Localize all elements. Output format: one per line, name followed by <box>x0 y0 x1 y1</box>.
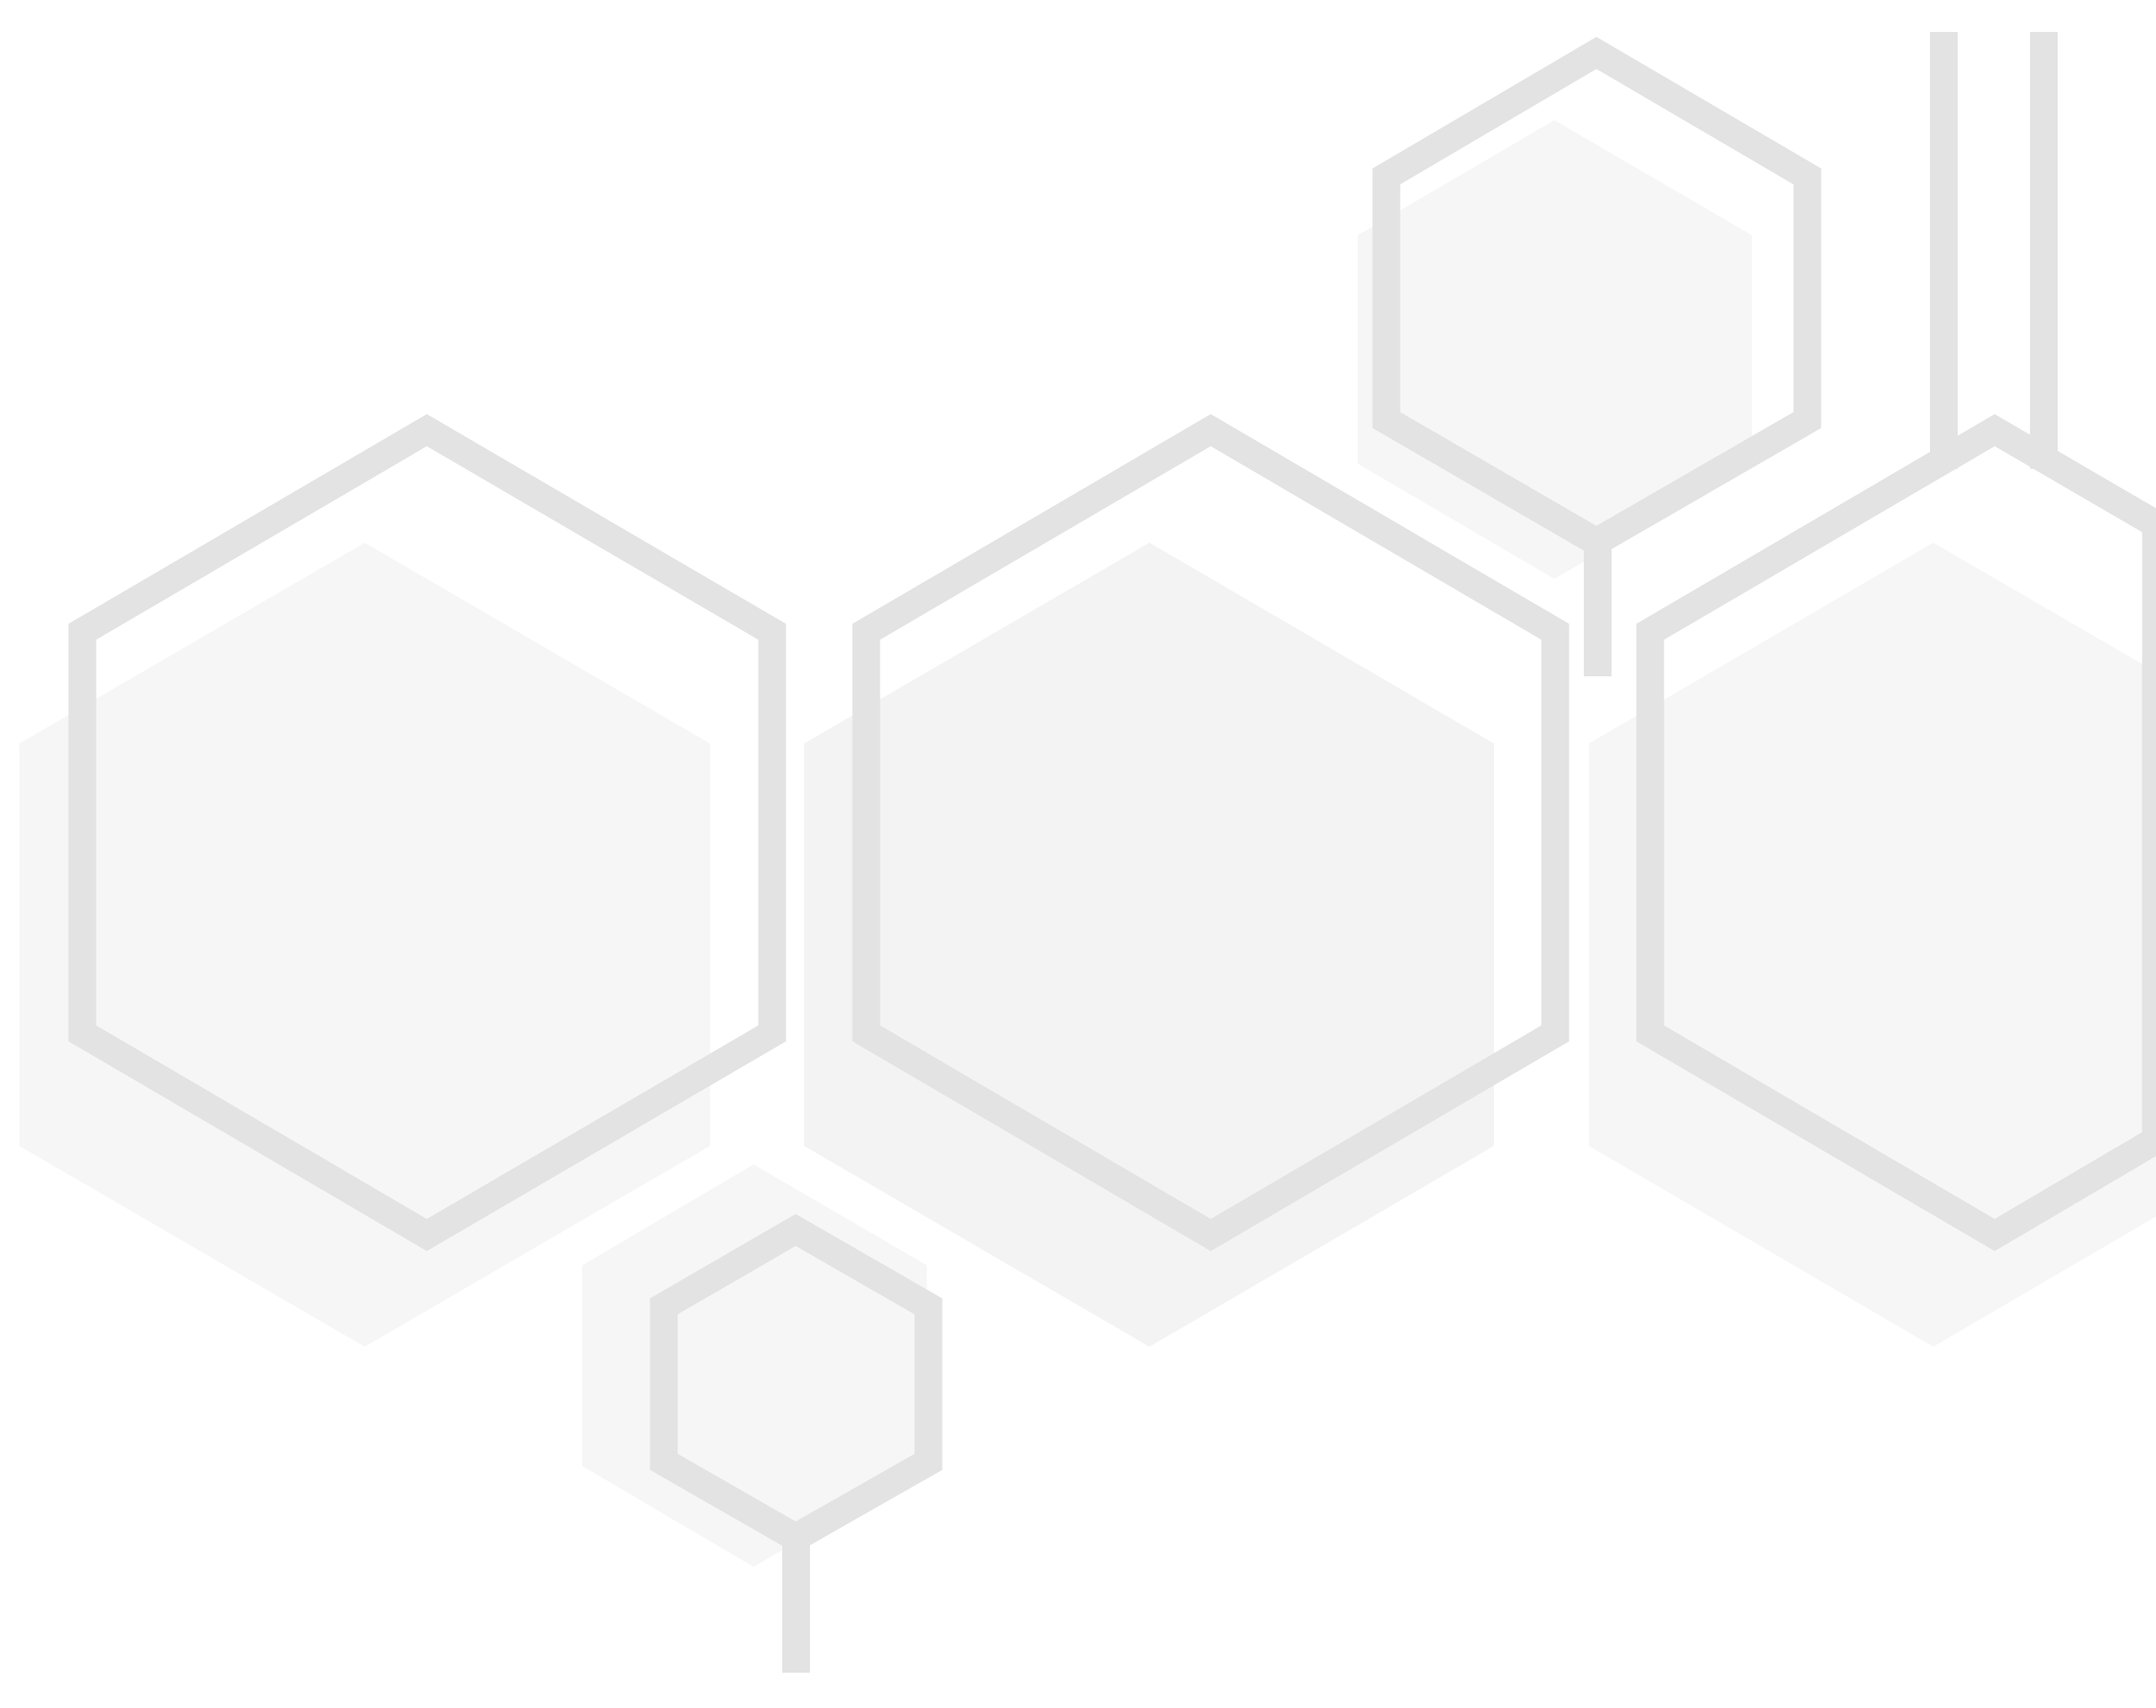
outline-hexagon-large-center <box>852 413 1570 1252</box>
fill-hexagon-large-left <box>19 543 710 1347</box>
outlined-hexagons <box>68 36 2156 1554</box>
fill-hexagon-large-right <box>1589 543 2156 1347</box>
outline-hexagon-small-bottom <box>649 1213 943 1554</box>
connector-small-hex-down <box>782 1534 810 1673</box>
outline-hexagon-large-left <box>68 413 786 1252</box>
fill-hexagon-large-center <box>804 543 1494 1347</box>
connector-top-right-2 <box>2030 32 2058 469</box>
connector-lines <box>782 32 2058 1673</box>
connector-top-right-1 <box>1930 32 1958 469</box>
filled-hexagons <box>19 120 2156 1567</box>
outline-hexagon-top <box>1372 36 1822 559</box>
connector-top-hex-down <box>1584 538 1612 676</box>
outline-hexagon-large-right <box>1636 413 2156 1252</box>
